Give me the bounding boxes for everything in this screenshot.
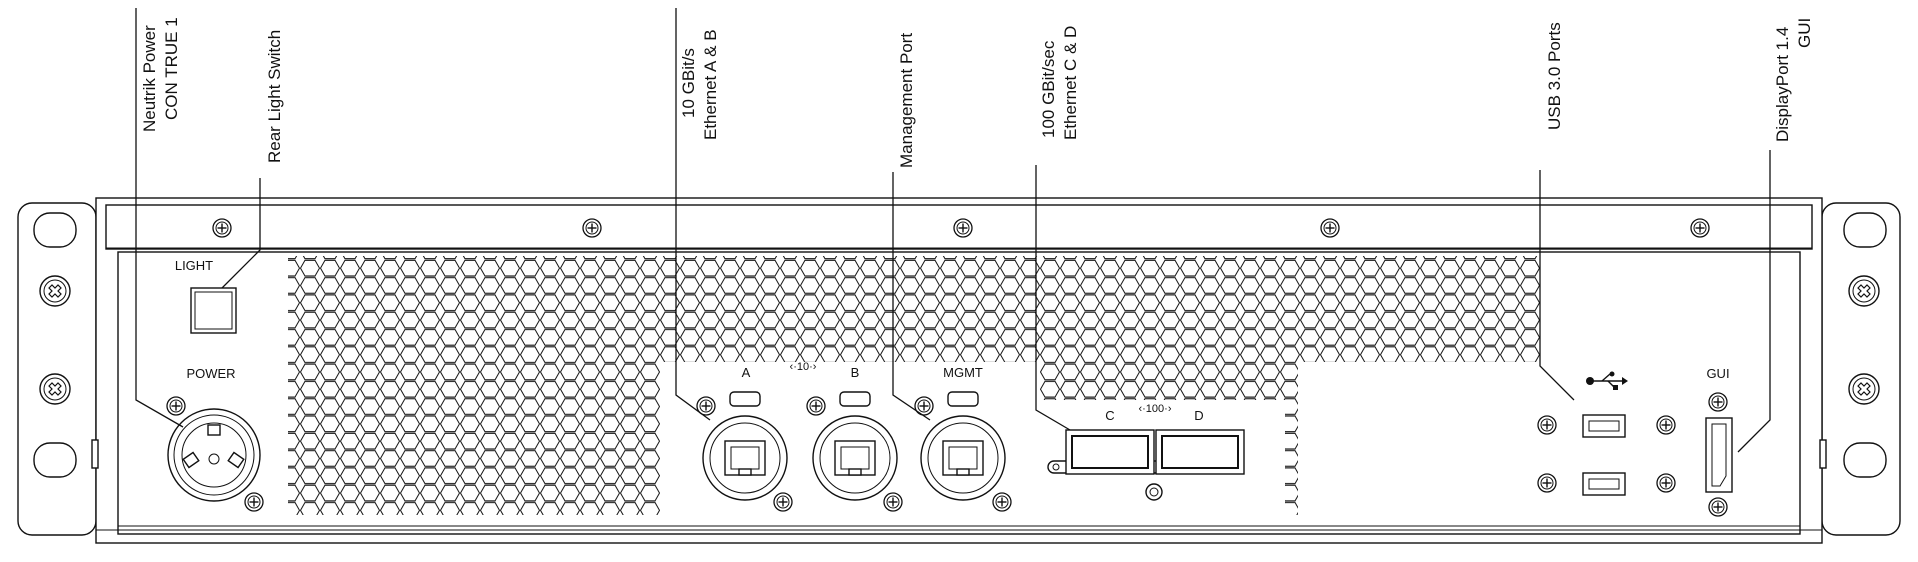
- label-port-d: D: [1194, 408, 1203, 423]
- vent-mid-top: [690, 256, 1298, 362]
- screw-icon: [166, 396, 186, 416]
- label-port-c: C: [1105, 408, 1114, 423]
- screw-icon: [1690, 218, 1710, 238]
- rack-ear-right: [1821, 202, 1901, 536]
- management-port[interactable]: [914, 391, 1012, 512]
- label-port-b: B: [851, 365, 860, 380]
- light-switch[interactable]: LIGHT: [175, 258, 237, 334]
- vent-right: [1298, 256, 1540, 362]
- displayport-gui[interactable]: GUI: [1705, 366, 1733, 517]
- callout-eth10-line2: Ethernet A & B: [701, 29, 720, 140]
- usb-icon: [1586, 371, 1628, 390]
- callout-dp-line2: GUI: [1795, 18, 1814, 48]
- power-connector-icon: [167, 408, 261, 502]
- callout-eth10-line1: 10 GBit/s: [679, 48, 698, 118]
- usb-ports[interactable]: [1537, 371, 1676, 496]
- callout-mgmt: Management Port: [897, 33, 916, 168]
- screw-icon: [1320, 218, 1340, 238]
- callout-eth100-line1: 100 GBit/sec: [1039, 40, 1058, 138]
- callout-usb: USB 3.0 Ports: [1545, 22, 1564, 130]
- qsfp-ports[interactable]: [1047, 429, 1245, 501]
- callout-rear-light: Rear Light Switch: [265, 30, 284, 163]
- screw-icon: [244, 492, 264, 512]
- callout-eth100-line2: Ethernet C & D: [1061, 26, 1080, 140]
- screw-icon: [212, 218, 232, 238]
- displayport-icon: [1705, 417, 1733, 493]
- screw-icon: [953, 218, 973, 238]
- ethernet-port-b[interactable]: [806, 391, 903, 512]
- callouts: Neutrik Power CON TRUE 1 Rear Light Swit…: [140, 17, 1814, 168]
- power-connector[interactable]: POWER: [166, 366, 264, 512]
- vent-left: [288, 256, 690, 515]
- screw-icon: [582, 218, 602, 238]
- label-mgmt: MGMT: [943, 365, 983, 380]
- leader-lines: [135, 8, 1771, 453]
- callout-neutrik-line1: Neutrik Power: [140, 25, 159, 132]
- label-speed-100: ‹·100·›: [1138, 403, 1171, 415]
- label-gui: GUI: [1706, 366, 1729, 381]
- rack-ear-left: [17, 202, 97, 536]
- callout-dp-line1: DisplayPort 1.4: [1773, 27, 1792, 142]
- callout-neutrik-line2: CON TRUE 1: [162, 17, 181, 120]
- label-light: LIGHT: [175, 258, 213, 273]
- label-speed-10: ‹·10·›: [790, 361, 817, 373]
- label-power: POWER: [186, 366, 235, 381]
- ethernet-port-a[interactable]: [696, 391, 793, 512]
- label-port-a: A: [742, 365, 751, 380]
